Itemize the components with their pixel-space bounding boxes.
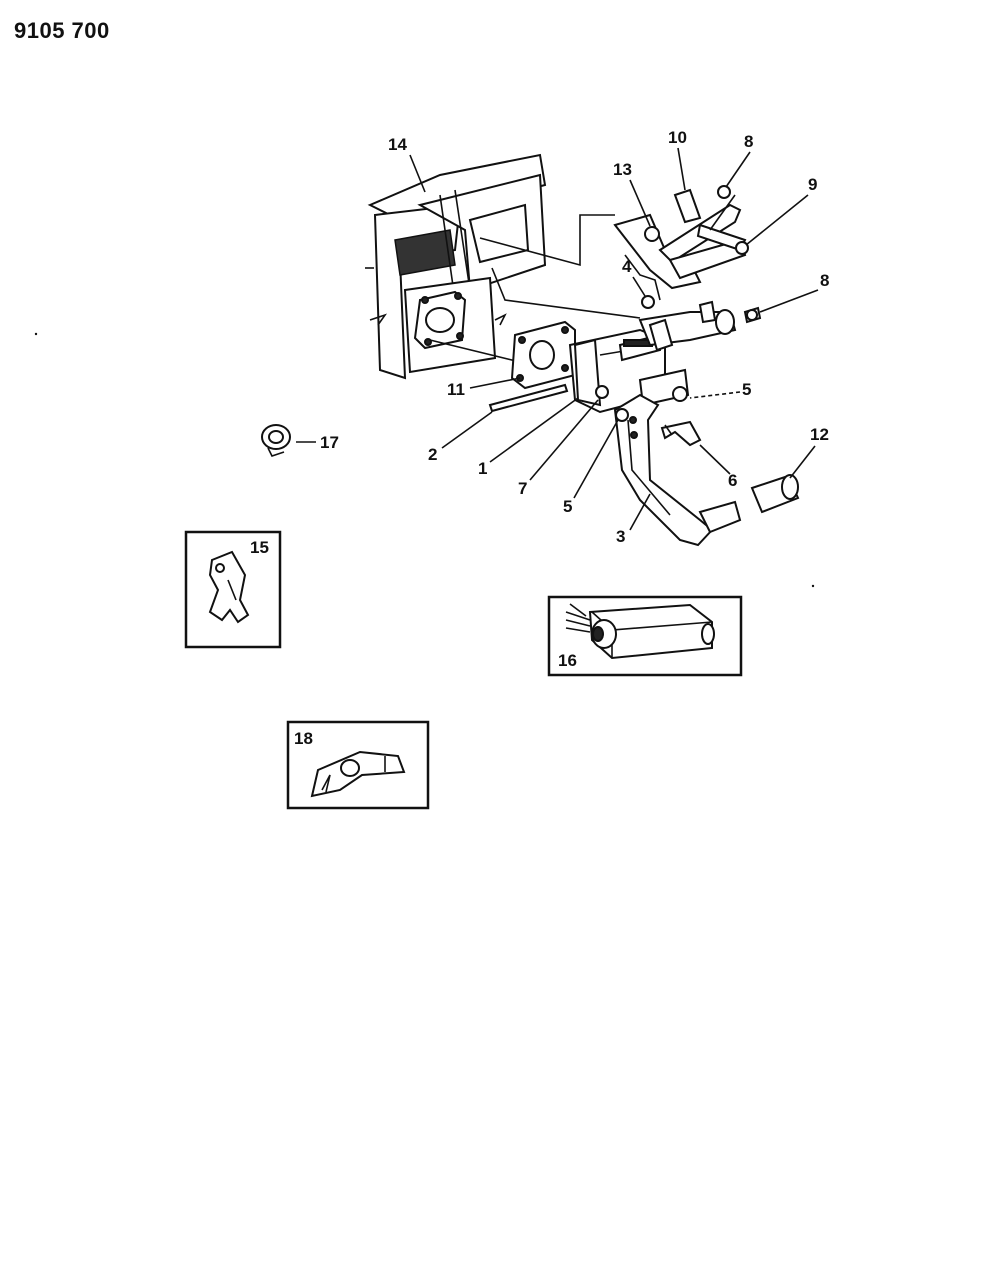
diagram-code: 9105 700: [14, 18, 110, 43]
inset-15: 15: [184, 530, 282, 649]
upper-bracket-icon: [613, 185, 749, 301]
callout-11: 11: [447, 380, 465, 399]
clip-detail-icon: [208, 550, 250, 624]
bushing-icon: [261, 424, 291, 457]
inset-18: 18: [286, 720, 430, 810]
stop-lamp-switch-icon: [565, 603, 715, 660]
callout-18: 18: [294, 729, 313, 748]
bolt-icon: [743, 306, 762, 324]
callout-13: 13: [613, 160, 632, 179]
callout-5-right: 5: [742, 380, 751, 399]
bracket-icon: [310, 750, 406, 798]
callout-16: 16: [558, 651, 577, 670]
callout-5: 5: [563, 497, 572, 516]
callout-14: 14: [388, 135, 407, 154]
retainer-clip-icon: [660, 420, 702, 447]
callout-1: 1: [478, 459, 487, 478]
callout-10: 10: [668, 128, 687, 147]
callout-8: 8: [820, 271, 829, 290]
dashboard-panel-icon: [365, 153, 547, 380]
callout-3: 3: [616, 527, 625, 546]
callout-6: 6: [728, 471, 737, 490]
callout-8-top: 8: [744, 132, 753, 151]
callout-9: 9: [808, 175, 817, 194]
pedal-bracket-icon: [568, 295, 737, 414]
inset-16: 16: [547, 595, 743, 677]
callout-2: 2: [428, 445, 437, 464]
callout-7: 7: [518, 479, 527, 498]
callout-15: 15: [250, 538, 269, 557]
brake-pedal-icon: [613, 393, 800, 547]
callout-12: 12: [810, 425, 829, 444]
mounting-plate-icon: [510, 320, 576, 390]
callout-4: 4: [622, 257, 632, 276]
stud-rod-icon: [488, 383, 569, 413]
callout-17: 17: [320, 433, 339, 452]
